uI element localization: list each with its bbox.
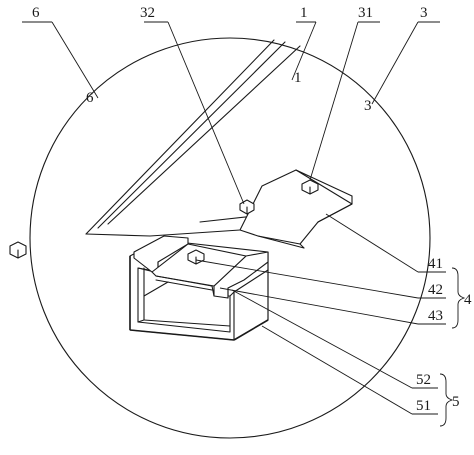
label-6-top: 6: [32, 5, 40, 21]
left-side-nut: [9, 241, 27, 259]
label-4: 4: [464, 292, 472, 308]
detail-circle: [29, 37, 431, 439]
label-32: 32: [140, 5, 155, 21]
rail-strip: [85, 39, 301, 237]
label-52: 52: [416, 372, 431, 388]
upper-bracket-plate: [239, 169, 353, 249]
label-41: 41: [428, 256, 443, 272]
lower-bracket-plate: [151, 243, 247, 291]
label-3-top: 3: [420, 5, 428, 21]
brace-5: [439, 373, 454, 427]
label-42: 42: [428, 282, 443, 298]
label-51: 51: [416, 398, 431, 414]
label-1-top: 1: [300, 5, 308, 21]
label-31: 31: [358, 5, 373, 21]
brace-4: [451, 267, 466, 329]
label-6-region: 6: [86, 90, 94, 106]
leader-lines: [22, 21, 446, 415]
label-3-region: 3: [364, 98, 372, 114]
bracket-risers: [133, 235, 269, 299]
label-5: 5: [452, 394, 460, 410]
label-43: 43: [428, 308, 443, 324]
label-1-region: 1: [294, 70, 302, 86]
